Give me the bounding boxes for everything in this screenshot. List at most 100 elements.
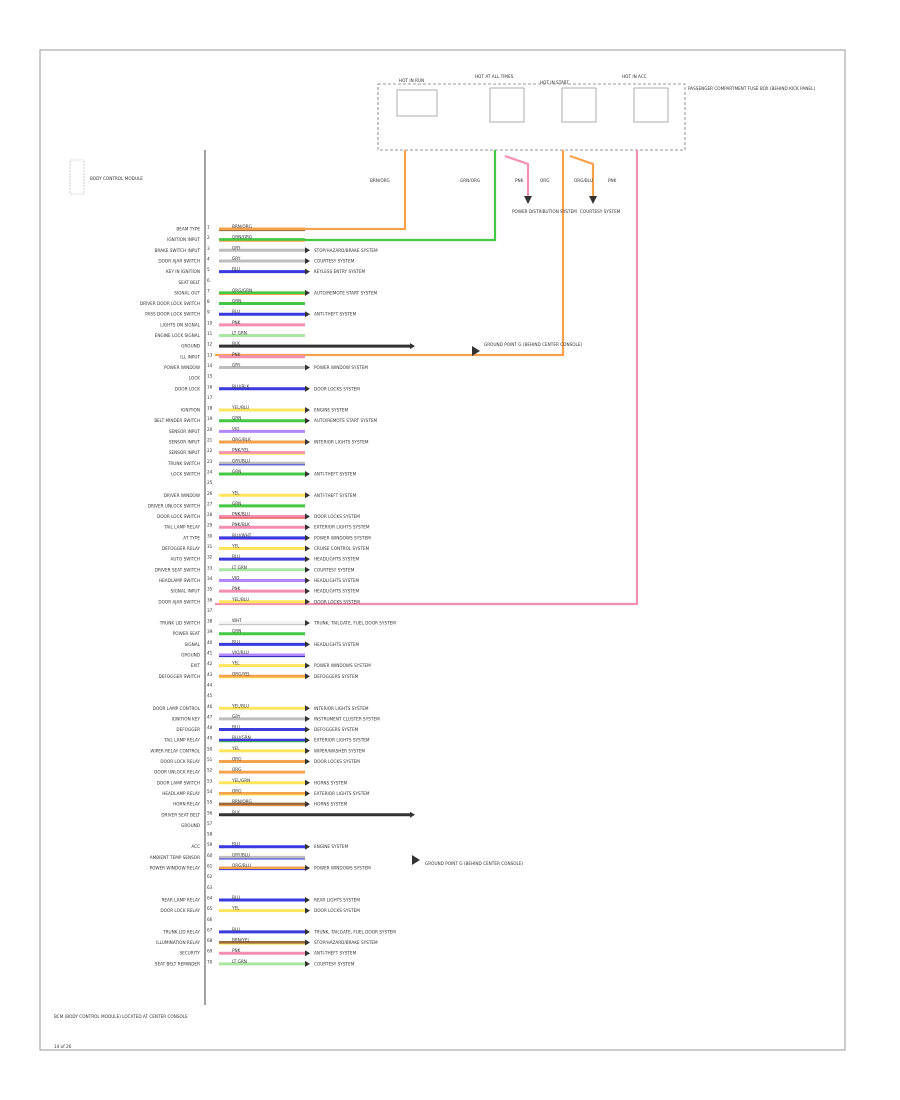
pin-number: 52 — [207, 768, 213, 773]
arrow-icon — [305, 960, 310, 967]
wire-color-label: BRN/ORG — [232, 224, 252, 229]
wire-color-label: GRN/ORG — [232, 235, 252, 240]
pin-number: 12 — [207, 342, 213, 347]
arrow-icon — [305, 726, 310, 733]
destination-label: EXTERIOR LIGHTS SYSTEM — [314, 525, 370, 530]
pin-number: 54 — [207, 789, 213, 794]
pin-number: 18 — [207, 406, 213, 411]
destination-label: EXTERIOR LIGHTS SYSTEM — [314, 791, 370, 796]
pin-number: 14 — [207, 363, 213, 368]
pin-label: LOCK — [189, 376, 200, 381]
destination-label: HEADLIGHTS SYSTEM — [314, 578, 359, 583]
pin-number: 39 — [207, 629, 213, 634]
pin-number: 16 — [207, 384, 213, 389]
top-wire-label: ORG — [540, 178, 549, 183]
pin-label: BELT MINDER SWITCH — [154, 418, 200, 423]
wire-color-label: BLU/BLK — [232, 384, 250, 389]
fuse-3: HOT IN START — [540, 80, 597, 123]
wire-color-label: WHT — [232, 618, 242, 623]
destination-label: POWER WINDOW SYSTEM — [314, 365, 368, 370]
pin-row: 17 — [207, 395, 213, 400]
pin-label: BEAM TYPE — [176, 227, 200, 232]
pin-number: 26 — [207, 491, 213, 496]
wire-color-label: GRN — [232, 416, 241, 421]
pin-label: AT TYPE — [183, 535, 200, 540]
pin-label: SENSOR INPUT — [169, 429, 201, 434]
wire-color-label: YEL/BLU — [231, 597, 249, 602]
arrow-icon — [305, 747, 310, 754]
top-wire-path — [215, 150, 639, 606]
pin-label: DOOR LOCK — [175, 386, 200, 391]
arrow-icon — [305, 843, 310, 850]
destination-label: POWER WINDOWS SYSTEM — [314, 535, 371, 540]
destination-label: COURTESY SYSTEM — [314, 567, 355, 572]
top-wire-label: BRN/ORG — [370, 178, 390, 183]
pin-label: DOOR LAMP SWITCH — [157, 780, 200, 785]
pin-label: DRIVER SEAT BELT — [161, 812, 200, 817]
arrow-icon — [305, 364, 310, 371]
wire-color-label: BLU/WHT — [232, 533, 252, 538]
pin-label: IGNITION — [181, 408, 200, 413]
pin-label: SIGNAL OUT — [174, 290, 200, 295]
fuse-2: HOT AT ALL TIMES — [475, 74, 525, 123]
pin-label: REAR LAMP RELAY — [161, 897, 200, 902]
pin-label: GROUND — [181, 823, 200, 828]
wire-color-label: ORG/YEL — [232, 671, 251, 676]
wire-color-label: BLU — [232, 309, 240, 314]
pin-label: DEFOGGER — [176, 727, 200, 732]
pin-label: IGNITION INPUT — [167, 237, 200, 242]
pin-label: DOOR UNLOCK RELAY — [154, 770, 200, 775]
top-wire-label: GRN/ORG — [460, 178, 480, 183]
destination-label: COURTESY SYSTEM — [314, 258, 355, 263]
pin-label: GROUND — [181, 344, 200, 349]
wire-color-label: PNK/YEL — [232, 448, 250, 453]
arrow-icon — [305, 928, 310, 935]
wire-color-label: ORG/BLK — [232, 437, 251, 442]
wire-color-label: GRY — [232, 362, 241, 367]
top-wire-path — [220, 150, 497, 242]
destination-label: POWER WINDOWS SYSTEM — [314, 866, 371, 871]
arrow-icon — [305, 470, 310, 477]
arrow-icon — [305, 513, 310, 520]
arrow-icon — [305, 524, 310, 531]
pin-number: 58 — [207, 832, 213, 837]
pin-number: 24 — [207, 469, 213, 474]
diagram-frame — [39, 49, 846, 1051]
pin-number: 11 — [207, 331, 213, 336]
fuse-4-label: HOT IN ACC — [622, 74, 647, 79]
pin-number: 31 — [207, 544, 213, 549]
pin-label: LOCK SWITCH — [171, 471, 200, 476]
fuse-3-label: HOT IN START — [540, 80, 569, 85]
module-footnote: BCM (BODY CONTROL MODULE) LOCATED AT CEN… — [54, 1014, 188, 1019]
pin-number: 28 — [207, 512, 213, 517]
arrow-icon — [410, 811, 415, 818]
pin-label: SEAT BELT — [178, 280, 200, 285]
pin-number: 33 — [207, 565, 213, 570]
arrow-icon — [305, 598, 310, 605]
pin-number: 22 — [207, 448, 213, 453]
pin-label: ILLUMINATION RELAY — [156, 940, 200, 945]
pin-number: 48 — [207, 725, 213, 730]
ground-label-1: GROUND POINT G (BEHIND CENTER CONSOLE) — [484, 342, 583, 347]
arrow-icon — [305, 545, 310, 552]
pin-number: 5 — [207, 267, 210, 272]
pin-label: AUTO SWITCH — [170, 557, 200, 562]
destination-label: HORNS SYSTEM — [314, 780, 348, 785]
pin-label: HEADLAMP SWITCH — [159, 578, 200, 583]
